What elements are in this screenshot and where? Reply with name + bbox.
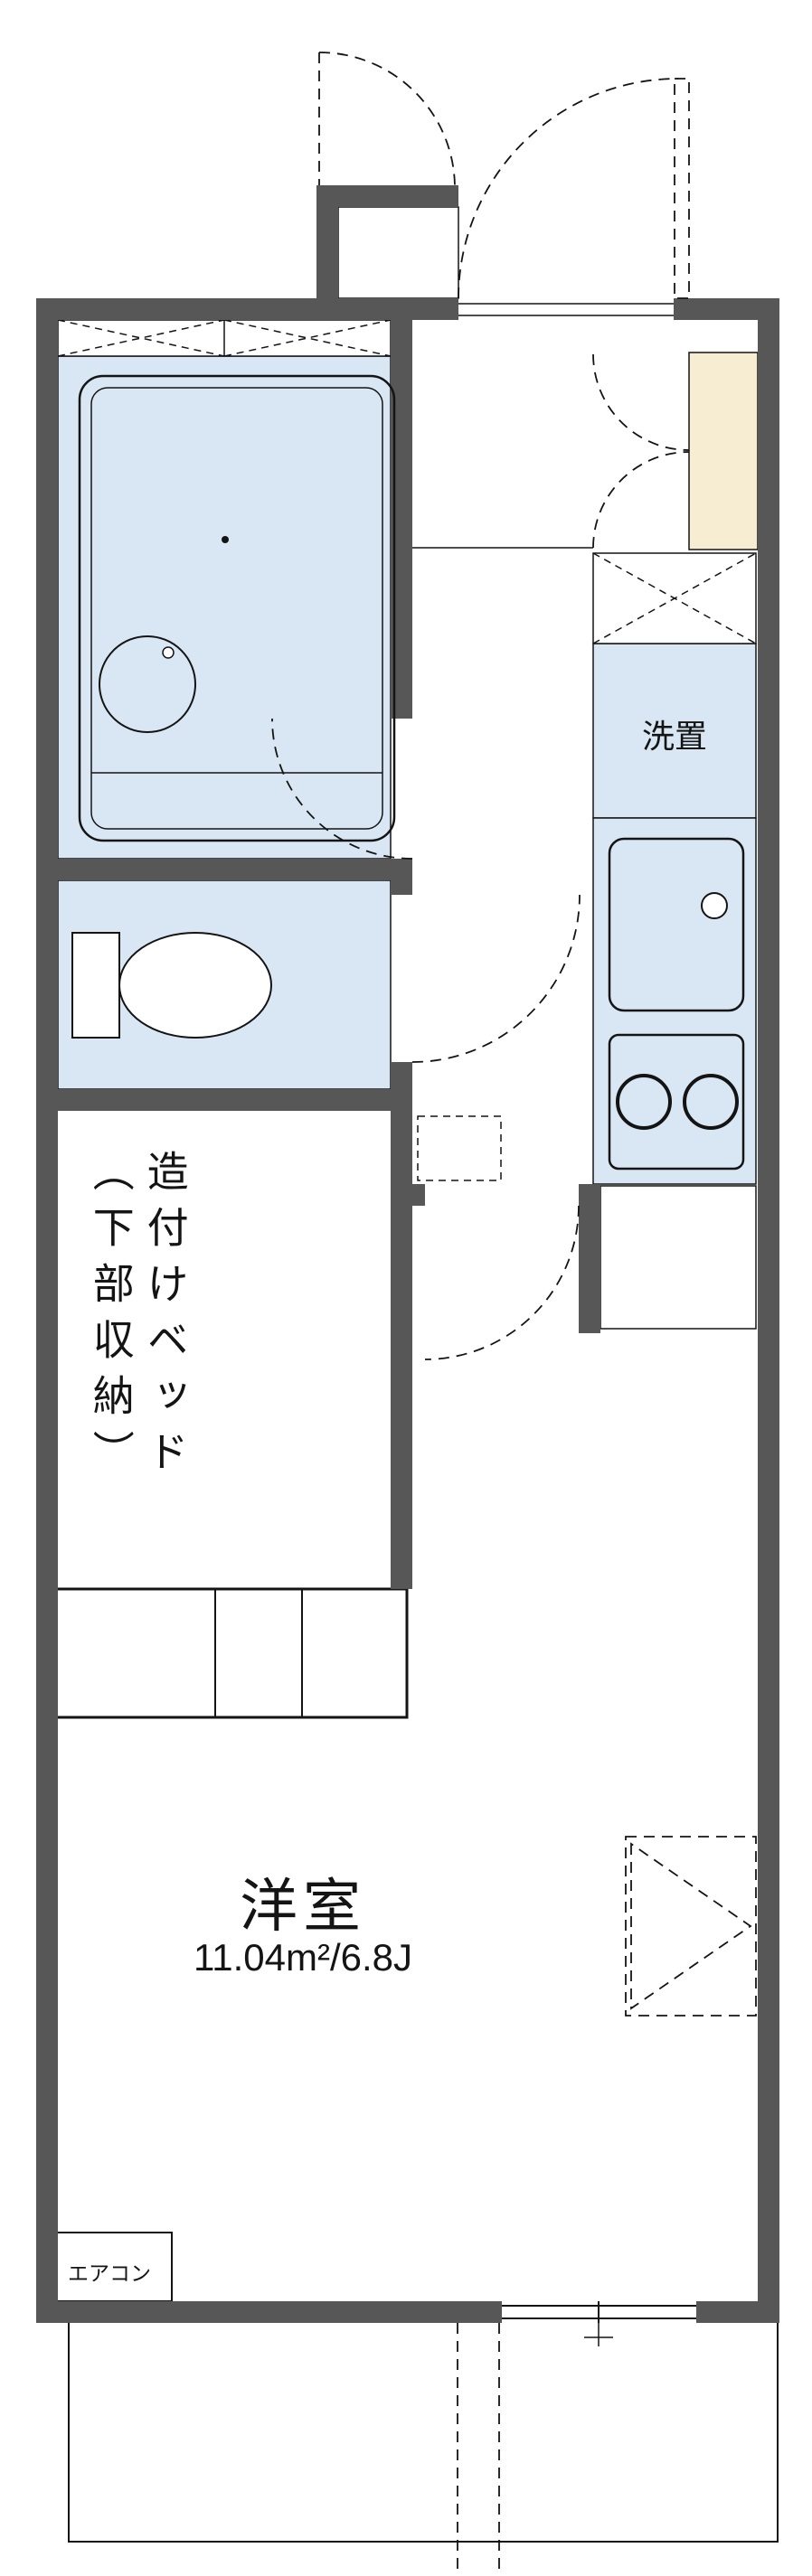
refrigerator-space [600,1185,757,1330]
window [502,2301,696,2346]
entrance-door-swing [318,52,690,316]
faucet-dot [162,646,175,659]
entrance-porch-floor [337,206,459,299]
faucet [701,892,728,919]
toilet-door-swing [411,894,581,1063]
toilet-tank [71,932,120,1039]
bathtub [78,374,396,842]
bathroom-door-swing [271,718,413,860]
kitchen-counter [592,817,757,1185]
burner-right [683,1074,739,1130]
aircon-label: エアコン [68,2261,151,2285]
room-door-swing [424,1205,580,1360]
burner-left [616,1074,672,1130]
hallway-nook [417,1115,502,1181]
washer-space [592,643,757,819]
pipe-space [592,552,757,644]
bed-step [51,1587,409,1719]
washer-label: 洗置 [641,718,707,755]
kitchen [608,837,745,1170]
overhead-storage [57,319,392,357]
sink [608,837,745,1012]
built-in-bed-label: 造付けベッド（下部収納） [87,1150,189,1486]
balcony [68,2323,779,2572]
aircon-unit [46,2232,173,2302]
bathroom-floor [57,355,392,860]
shoe-cabinet-door-swing [592,353,690,549]
room-size-label: 11.04m²/6.8J [193,1936,412,1979]
closet [625,1836,757,2017]
drain-dot [222,536,229,543]
toilet-bowl [118,932,272,1039]
room-name-label: 洋室 [240,1874,366,1939]
stove [608,1033,745,1170]
bathroom [78,374,413,860]
toilet [71,932,272,1039]
wash-basin [99,635,196,733]
shoe-cabinet [688,352,759,550]
